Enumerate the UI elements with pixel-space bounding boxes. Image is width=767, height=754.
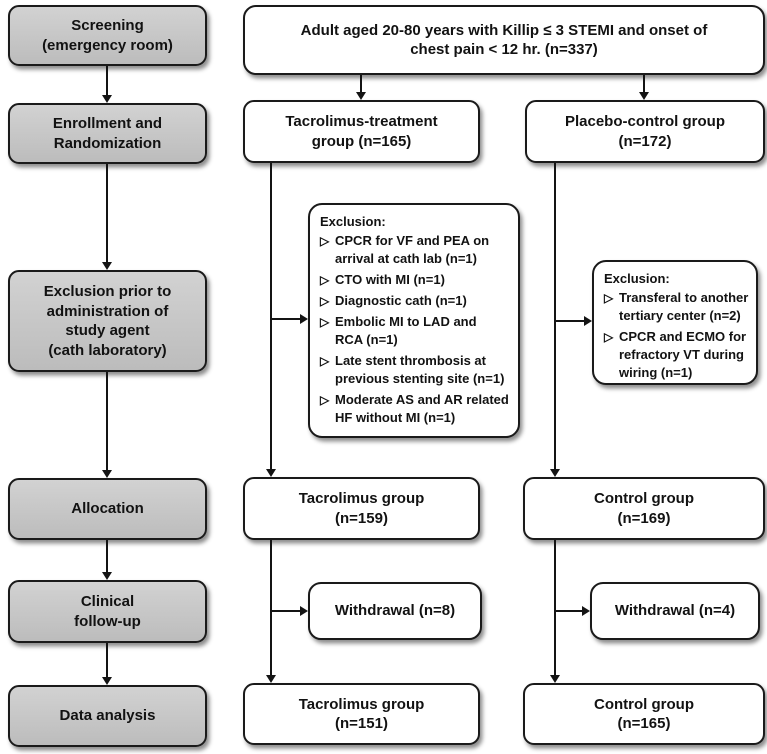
exclusion-reason: CTO with MI (n=1) [335, 271, 445, 287]
exclusion-reason: Late stent thrombosis at previous stenti… [335, 352, 505, 386]
arrowhead-down-icon [102, 572, 112, 580]
connector-control-to-allocated [554, 163, 556, 470]
arrowhead-right-icon [300, 606, 308, 616]
node-tacrolimus-group-final: Tacrolimus group (n=151) [243, 683, 480, 745]
arrowhead-down-icon [102, 95, 112, 103]
connector-branch-control-exclusion [555, 320, 585, 322]
arrowhead-down-icon [550, 675, 560, 683]
arrowhead-down-icon [266, 675, 276, 683]
connector-branch-treatment-exclusion [271, 318, 301, 320]
bullet-arrow-icon: ▷ [604, 329, 614, 344]
list-item: ▷ Moderate AS and AR related HF without … [320, 391, 514, 427]
connector-branch-treatment-withdrawal [271, 610, 301, 612]
list-item: ▷ Embolic MI to LAD and RCA (n=1) [320, 313, 514, 349]
node-control-group-allocated: Control group (n=169) [523, 477, 765, 540]
node-control-group-final: Control group (n=165) [523, 683, 765, 745]
bullet-arrow-icon: ▷ [320, 353, 330, 368]
list-item: ▷ CPCR for VF and PEA on arrival at cath… [320, 232, 514, 268]
stage-allocation: Allocation [8, 478, 207, 540]
arrowhead-down-icon [102, 470, 112, 478]
node-exclusion-treatment-arm: Exclusion: ▷ CPCR for VF and PEA on arri… [308, 203, 520, 438]
connector-pool-treatment [360, 75, 362, 93]
connector-allocation-followup [106, 540, 108, 573]
arrowhead-right-icon [582, 606, 590, 616]
arrowhead-down-icon [550, 469, 560, 477]
arrowhead-right-icon [300, 314, 308, 324]
bullet-arrow-icon: ▷ [320, 233, 330, 248]
exclusion-reason: Moderate AS and AR related HF without MI… [335, 391, 509, 425]
arrowhead-down-icon [102, 677, 112, 685]
list-item: ▷ Late stent thrombosis at previous sten… [320, 352, 514, 388]
connector-exclusion-allocation [106, 372, 108, 471]
connector-allocated-to-final-treatment [270, 540, 272, 676]
node-withdrawal-treatment: Withdrawal (n=8) [308, 582, 482, 640]
exclusion-reason: CPCR and ECMO for refractory VT during w… [619, 328, 747, 380]
exclusion-reason: Diagnostic cath (n=1) [335, 292, 467, 308]
arrowhead-down-icon [102, 262, 112, 270]
stage-enrollment-randomization: Enrollment and Randomization [8, 103, 207, 164]
bullet-arrow-icon: ▷ [320, 314, 330, 329]
connector-branch-control-withdrawal [555, 610, 583, 612]
exclusion-reason: CPCR for VF and PEA on arrival at cath l… [335, 232, 490, 266]
bullet-arrow-icon: ▷ [320, 272, 330, 287]
exclusion-title: Exclusion: [604, 271, 670, 286]
connector-enrollment-exclusion [106, 164, 108, 263]
arrowhead-down-icon [639, 92, 649, 100]
node-exclusion-control-arm: Exclusion: ▷ Transferal to another terti… [592, 260, 758, 385]
list-item: ▷ CTO with MI (n=1) [320, 271, 514, 289]
node-screening-population: Adult aged 20-80 years with Killip ≤ 3 S… [243, 5, 765, 75]
stage-screening: Screening (emergency room) [8, 5, 207, 66]
list-item: ▷ Diagnostic cath (n=1) [320, 292, 514, 310]
bullet-arrow-icon: ▷ [320, 293, 330, 308]
arrowhead-down-icon [356, 92, 366, 100]
list-item: ▷ CPCR and ECMO for refractory VT during… [604, 328, 752, 382]
arrowhead-down-icon [266, 469, 276, 477]
node-placebo-control-group: Placebo-control group (n=172) [525, 100, 765, 163]
connector-pool-control [643, 75, 645, 93]
exclusion-reason: Embolic MI to LAD and RCA (n=1) [335, 313, 477, 347]
stage-exclusion-prior-administration: Exclusion prior to administration of stu… [8, 270, 207, 372]
exclusion-reason: Transferal to another tertiary center (n… [619, 289, 749, 323]
node-withdrawal-control: Withdrawal (n=4) [590, 582, 760, 640]
exclusion-title: Exclusion: [320, 214, 386, 229]
arrowhead-right-icon [584, 316, 592, 326]
stage-data-analysis: Data analysis [8, 685, 207, 747]
connector-treatment-to-allocated [270, 163, 272, 470]
stage-clinical-followup: Clinical follow-up [8, 580, 207, 643]
node-tacrolimus-group-allocated: Tacrolimus group (n=159) [243, 477, 480, 540]
node-tacrolimus-treatment-group: Tacrolimus-treatment group (n=165) [243, 100, 480, 163]
connector-allocated-to-final-control [554, 540, 556, 676]
connector-followup-dataanalysis [106, 643, 108, 678]
connector-screening-enrollment [106, 66, 108, 96]
bullet-arrow-icon: ▷ [320, 392, 330, 407]
list-item: ▷ Transferal to another tertiary center … [604, 289, 752, 325]
bullet-arrow-icon: ▷ [604, 290, 614, 305]
